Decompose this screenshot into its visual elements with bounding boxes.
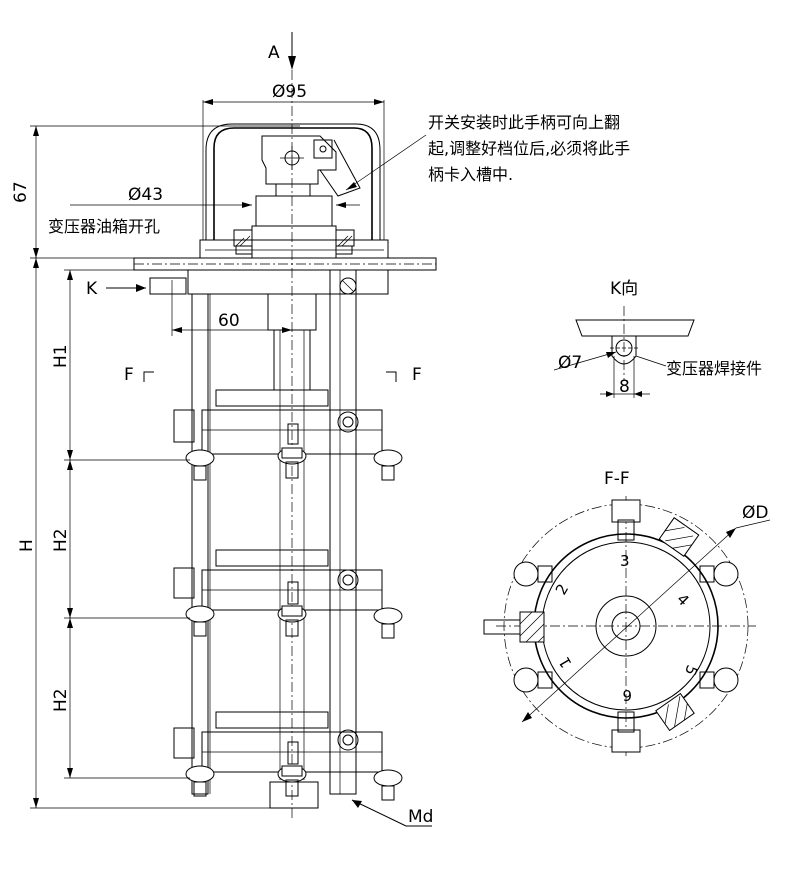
h1-label: H1 — [51, 344, 71, 368]
tank-plate — [133, 257, 437, 271]
ff-terminal-br — [655, 692, 695, 732]
terminal-bolt-right — [373, 449, 403, 481]
ff-bolt-top — [611, 499, 641, 541]
k-view-detail: K向 8 Ø7 变压器焊接件 — [553, 279, 762, 398]
dim-60-label: 60 — [218, 311, 240, 331]
md-indicator: Md — [351, 799, 433, 827]
ff-bolt-bottom — [611, 711, 641, 753]
pos-6: 6 — [622, 686, 632, 704]
h2-upper-label: H2 — [51, 528, 71, 552]
dia-43-label: Ø43 — [128, 185, 163, 205]
ff-terminal-left — [483, 611, 545, 643]
note-line-1: 开关安装时此手柄可向上翻 — [428, 113, 620, 132]
view-a-indicator: A — [268, 32, 296, 70]
dim-67: 67 — [11, 125, 300, 259]
ff-terminal-tl — [658, 517, 700, 557]
pos-3: 3 — [620, 552, 630, 570]
terminal-bolt — [277, 423, 307, 479]
terminal-bolt-left — [185, 449, 215, 481]
pos-4: 4 — [673, 590, 692, 609]
dim-heights: H1 H2 H2 H — [17, 258, 280, 809]
pos-2: 2 — [552, 581, 572, 598]
view-k-arrow: K — [86, 277, 187, 299]
dim-67-label: 67 — [11, 181, 31, 203]
ff-title: F-F — [604, 469, 630, 489]
section-f-markers: F F — [124, 365, 422, 385]
note-line-2: 起,调整好档位后,必须将此手 — [428, 139, 630, 158]
view-k-label: K — [86, 279, 98, 299]
contact-deck-3 — [173, 711, 403, 809]
dim-8-label: 8 — [619, 377, 630, 397]
dim-60: 60 — [171, 280, 292, 336]
weld-part-label: 变压器焊接件 — [666, 359, 762, 378]
section-f-left-label: F — [124, 365, 134, 385]
section-f-right-label: F — [412, 365, 422, 385]
h2-lower-label: H2 — [51, 688, 71, 712]
pos-5: 5 — [681, 663, 701, 678]
contact-deck-1 — [173, 389, 403, 481]
dia-95-label: Ø95 — [272, 82, 307, 102]
pos-1: 1 — [555, 654, 575, 671]
k-view-title: K向 — [610, 279, 638, 299]
md-label: Md — [408, 807, 433, 827]
dia-7-label: Ø7 — [558, 353, 582, 373]
tank-hole-label: 变压器油箱开孔 — [48, 217, 160, 236]
contact-deck-2 — [173, 549, 403, 639]
h-total-label: H — [17, 539, 37, 552]
installation-note: 开关安装时此手柄可向上翻 起,调整好档位后,必须将此手 柄卡入槽中. — [345, 113, 630, 191]
ff-section-view: F-F — [483, 469, 771, 756]
head-cover — [199, 123, 389, 259]
dim-43: Ø43 变压器油箱开孔 — [48, 185, 360, 236]
note-line-3: 柄卡入槽中. — [428, 165, 513, 184]
dia-d-label: ØD — [742, 503, 768, 523]
view-a-label: A — [268, 43, 280, 63]
dim-95: Ø95 — [202, 82, 385, 245]
switch-frame — [187, 269, 389, 795]
